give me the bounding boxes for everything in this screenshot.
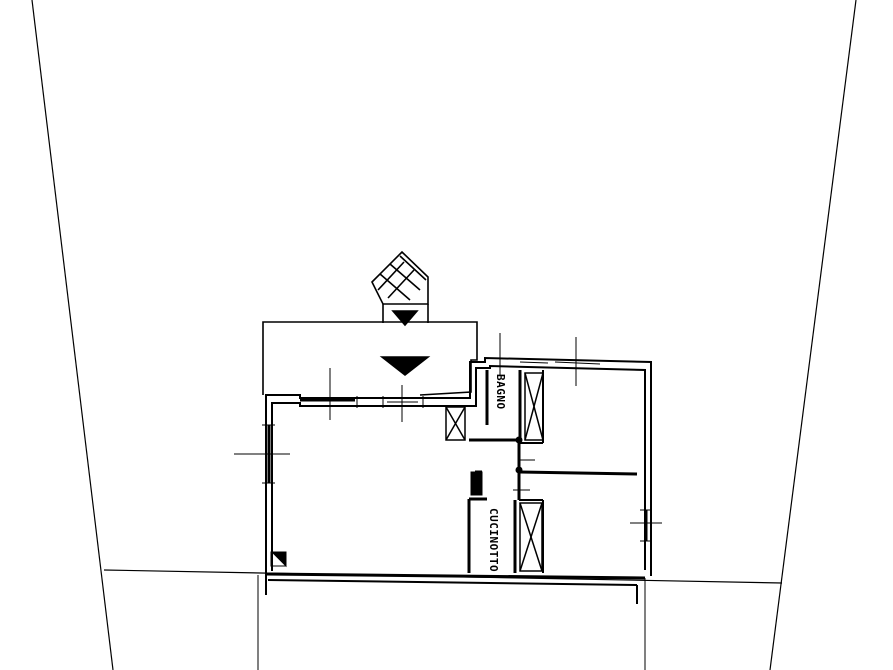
closet-cucinotto <box>519 502 543 572</box>
closet-top-left <box>445 406 466 441</box>
terrace <box>262 321 478 396</box>
projection-lines <box>257 575 646 670</box>
window-marks <box>234 333 662 542</box>
room-label-cucinotto: CUCINOTTO <box>487 508 500 572</box>
exterior-walls <box>265 356 652 604</box>
closet-bagno <box>524 372 544 441</box>
room-label-bagno: BAGNO <box>494 374 507 410</box>
north-arrow-icon <box>371 250 429 327</box>
corner-markers <box>270 436 523 568</box>
section-marker-icon <box>379 356 431 377</box>
site-boundary-lines <box>31 0 857 670</box>
left-boundary-line <box>31 0 114 670</box>
closet-units <box>445 372 544 572</box>
right-boundary-line <box>769 0 857 670</box>
corner-marker-icon <box>270 551 287 568</box>
